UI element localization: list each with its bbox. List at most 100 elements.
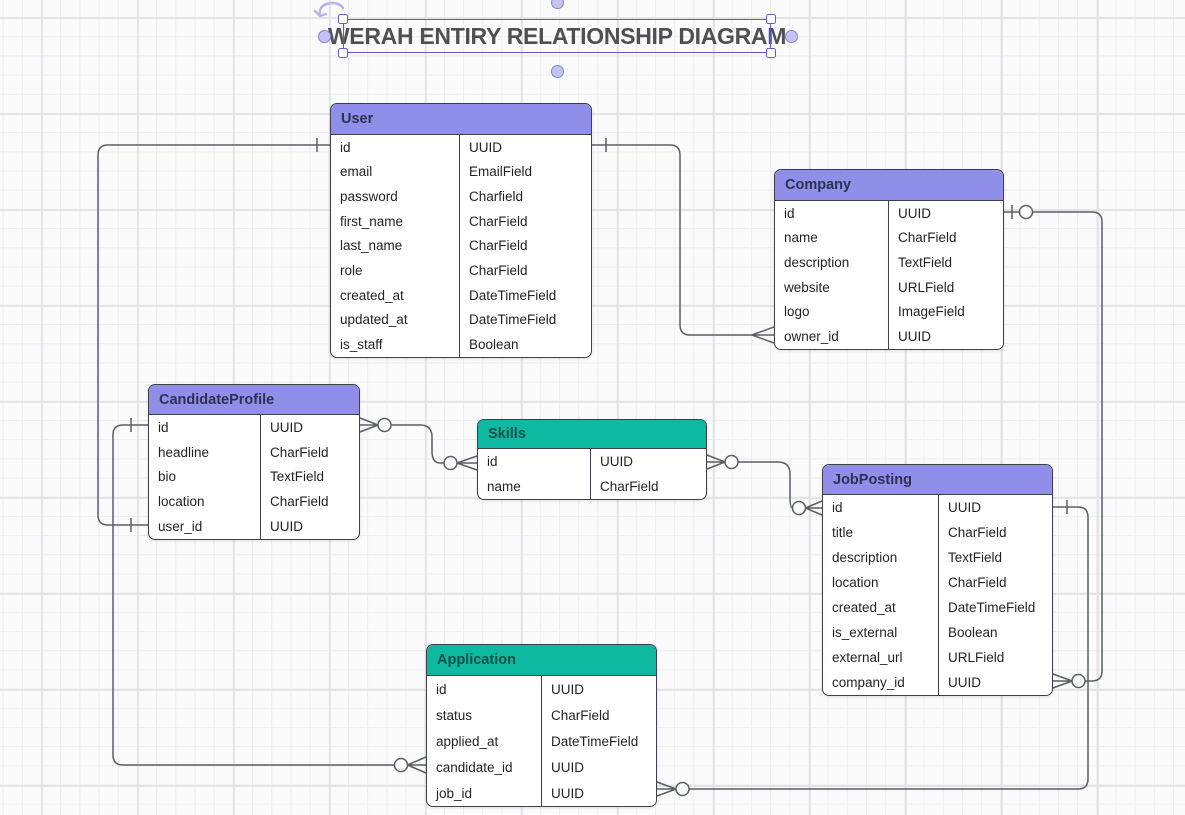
relationship-user-company[interactable] [592,138,775,344]
field-type: Boolean [938,620,1052,645]
field-name: headline [158,444,210,460]
field-type: TextField [888,250,1003,275]
field-type: UUID [260,514,359,539]
table-row[interactable]: owner_id UUID [775,324,1003,349]
field-type: CharField [459,208,591,234]
relationship-skills-jobposting[interactable] [706,454,823,516]
field-type: DateTimeField [541,728,656,754]
field-name: website [784,279,830,295]
selection-handle-right[interactable] [784,29,798,43]
field-name: job_id [436,785,473,801]
table-title: JobPosting [833,471,912,488]
table-row[interactable]: title CharField [823,520,1052,545]
relationship-candidateprofile-application[interactable] [112,418,427,774]
field-type: CharField [938,520,1052,545]
field-type: CharField [260,489,359,515]
cardinality-many-crowfoot [656,781,677,797]
table-title: User [341,111,374,127]
field-name: first_name [340,213,404,229]
table-skills-header[interactable]: Skills [478,420,706,449]
field-type: UUID [459,135,591,160]
field-type: UUID [888,324,1003,349]
field-type: DateTimeField [459,307,591,333]
relationship-user-candidateprofile[interactable] [97,138,330,532]
field-type: DateTimeField [459,282,591,308]
field-name: created_at [832,600,896,615]
relationship-jobposting-application[interactable] [656,500,1089,797]
field-name: id [832,500,843,515]
field-name: email [340,164,373,180]
diagram-title[interactable]: WERAH ENTIRY RELATIONSHIP DIAGRAM [327,22,787,49]
table-jobposting-header[interactable]: JobPosting [823,465,1052,495]
selection-handle-se[interactable] [766,48,776,58]
table-title: Company [785,177,852,193]
field-name: owner_id [784,329,839,345]
field-name: location [158,494,205,510]
table-row[interactable]: location CharField [149,489,359,515]
relationship-candidateprofile-skills[interactable] [359,417,478,471]
selection-handle-left[interactable] [317,29,331,43]
field-name: company_id [832,675,905,690]
table-row[interactable]: first_name CharField [331,208,591,234]
table-title: CandidateProfile [159,391,275,408]
rotate-handle-icon[interactable] [310,0,350,20]
table-application-header[interactable]: Application [427,645,656,676]
field-type: UUID [541,754,656,780]
cardinality-zero-circle [393,757,409,773]
cardinality-zero-circle [1018,204,1034,220]
table-candidateprofile-header[interactable]: CandidateProfile [149,385,359,415]
field-type: TextField [260,464,359,490]
table-user-header[interactable]: User [331,104,591,135]
cardinality-many-crowfoot [706,454,726,470]
cardinality-zero-circle [675,781,690,797]
field-type: CharField [459,258,591,283]
selection-handle-ne[interactable] [766,14,776,24]
selection-handle-top[interactable] [550,0,564,9]
field-name: title [832,525,854,540]
field-name: created_at [340,287,404,303]
selection-handle-bottom[interactable] [550,64,564,78]
table-company-header[interactable]: Company [775,170,1003,201]
relationship-company-jobposting[interactable] [1004,204,1103,689]
selection-handle-sw[interactable] [338,48,348,58]
field-name: name [784,230,818,246]
table-row[interactable]: created_at DateTimeField [331,282,591,308]
